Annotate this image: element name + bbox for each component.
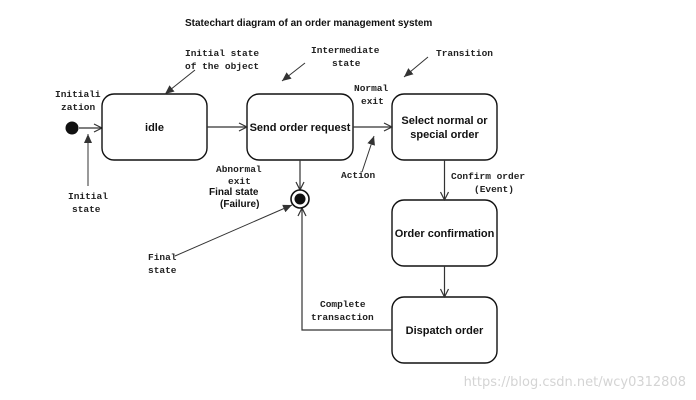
label-abnormal-exit-2: exit (228, 176, 251, 187)
label-initialization-2: zation (61, 102, 96, 113)
label-normal-exit-1: Normal (354, 83, 389, 94)
edge-dispatch-to-final (302, 208, 392, 331)
label-normal-exit-2: exit (361, 96, 384, 107)
label-final-state-1: Final (148, 252, 177, 263)
state-send-order-request: Send order request (246, 93, 354, 161)
label-initial-state-2: state (72, 204, 101, 215)
state-order-confirmation: Order confirmation (391, 199, 498, 267)
state-select-order-label-2: special order (410, 129, 479, 141)
pointer-intermediate-state (281, 62, 306, 82)
label-final-state-2: state (148, 265, 177, 276)
diagram-title: Statechart diagram of an order managemen… (185, 18, 432, 29)
state-dispatch-order: Dispatch order (391, 296, 498, 364)
state-select-order: Select normal or special order (391, 93, 498, 161)
label-complete-transaction-1: Complete (320, 299, 366, 310)
label-final-state-failure-1: Final state (209, 187, 259, 198)
label-initialization-1: Initiali (55, 89, 101, 100)
pointer-action (361, 135, 375, 173)
state-dispatch-order-label: Dispatch order (406, 325, 484, 337)
label-complete-transaction-2: transaction (311, 312, 374, 323)
label-transition: Transition (436, 48, 493, 59)
state-order-confirmation-label: Order confirmation (395, 228, 495, 240)
initial-state-node (65, 121, 79, 135)
label-intermediate-2: state (332, 58, 361, 69)
label-confirm-order-1: Confirm order (451, 171, 525, 182)
label-abnormal-exit-1: Abnormal (216, 164, 262, 175)
label-confirm-order-2: (Event) (474, 184, 514, 195)
state-send-order-request-label: Send order request (250, 122, 351, 134)
label-final-state-failure-2: (Failure) (220, 199, 259, 210)
state-idle: idle (101, 93, 208, 161)
label-action: Action (341, 170, 376, 181)
pointer-transition (403, 56, 429, 78)
pointer-final-state (174, 204, 293, 257)
pointer-initial-state-object (164, 69, 196, 95)
watermark-text: https://blog.csdn.net/wcy0312808 (464, 375, 686, 390)
state-select-order-label-1: Select normal or (401, 115, 488, 127)
final-state-node (290, 189, 310, 209)
state-idle-label: idle (145, 122, 164, 134)
label-initial-state-object-2: of the object (185, 61, 259, 72)
label-initial-state-1: Initial (68, 191, 108, 202)
label-initial-state-object-1: Initial state (185, 48, 259, 59)
label-intermediate-1: Intermediate (311, 45, 380, 56)
